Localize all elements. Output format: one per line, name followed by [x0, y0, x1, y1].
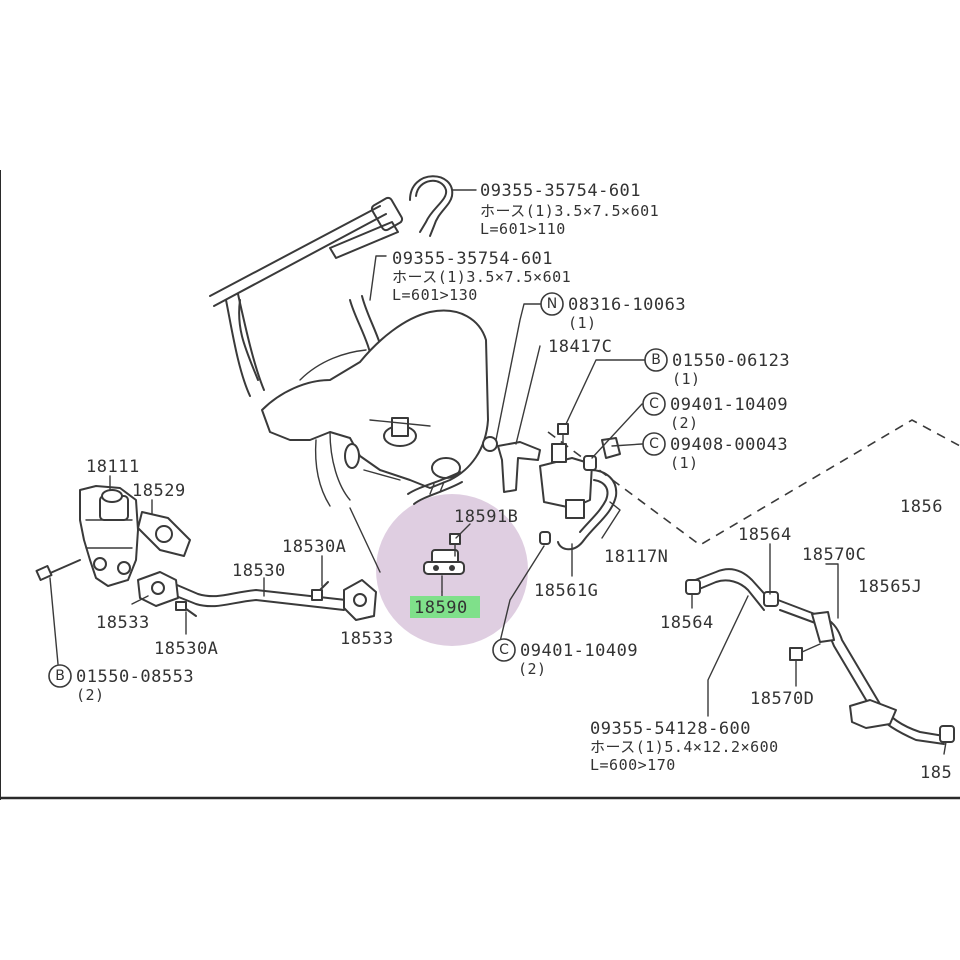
- label-18565J: 18565J: [858, 577, 922, 597]
- small-fittings: [539, 423, 621, 545]
- egr-valve-18111: [79, 485, 139, 587]
- marker-c-09401-top: C: [642, 392, 666, 416]
- b-01550-08553-part: 01550-08553: [76, 667, 194, 687]
- label-185-cut: 185: [920, 763, 952, 783]
- marker-c-09401-bottom: C: [492, 638, 516, 662]
- hose-mid-part: 09355-35754-601: [392, 249, 553, 269]
- label-18564-top: 18564: [738, 525, 792, 545]
- marker-letter: C: [649, 396, 659, 412]
- label-18591B: 18591B: [454, 507, 518, 527]
- c-09401-top-part: 09401-10409: [670, 395, 788, 415]
- right-pipe-assembly: [685, 568, 955, 745]
- b-01550-06123-part: 01550-06123: [672, 351, 790, 371]
- label-18570D: 18570D: [750, 689, 814, 709]
- marker-b-01550-08553: B: [48, 664, 72, 688]
- dashed-boundary: [547, 419, 960, 546]
- marker-letter: C: [499, 642, 509, 658]
- label-18111: 18111: [86, 457, 140, 477]
- c-09408-qty: (1): [670, 454, 699, 472]
- tube-18530: [137, 571, 377, 621]
- label-18530: 18530: [232, 561, 286, 581]
- b-01550-06123-qty: (1): [672, 370, 701, 388]
- solenoid-18117N: [539, 443, 618, 551]
- leader-lines: [49, 189, 947, 755]
- bolt-18591B: [449, 533, 461, 557]
- label-18533-right: 18533: [340, 629, 394, 649]
- marker-letter: N: [547, 296, 557, 312]
- marker-b-01550-06123: B: [644, 348, 668, 372]
- label-18117N: 18117N: [604, 547, 668, 567]
- b-01550-08553-qty: (2): [76, 686, 105, 704]
- marker-letter: B: [651, 352, 661, 368]
- highlight-label-box: [410, 596, 480, 618]
- intake-manifold: [261, 309, 489, 507]
- top-hose-assembly: [209, 175, 454, 397]
- n-08316-qty: (1): [568, 314, 597, 332]
- label-1856-cut: 1856: [900, 497, 943, 517]
- c-09408-part: 09408-00043: [670, 435, 788, 455]
- n-08316-part: 08316-10063: [568, 295, 686, 315]
- hose-mid-desc: ホース(1)3.5×7.5×601: [392, 268, 571, 286]
- label-18530A-top: 18530A: [282, 537, 346, 557]
- marker-letter: C: [649, 436, 659, 452]
- hose-bottom-len: L=600>170: [590, 756, 676, 774]
- c-09401-top-qty: (2): [670, 414, 699, 432]
- label-18533-left: 18533: [96, 613, 150, 633]
- label-18530A-bottom: 18530A: [154, 639, 218, 659]
- label-18561G: 18561G: [534, 581, 598, 601]
- label-18564-bottom: 18564: [660, 613, 714, 633]
- hose-top-len: L=601>110: [480, 220, 566, 238]
- gasket-18529: [137, 511, 191, 557]
- hose-mid-len: L=601>130: [392, 286, 478, 304]
- bolt-01550-08553: [35, 559, 81, 582]
- marker-letter: B: [55, 668, 65, 684]
- label-18417C: 18417C: [548, 337, 612, 357]
- c-09401-bottom-qty: (2): [518, 660, 547, 678]
- label-18570C: 18570C: [802, 545, 866, 565]
- hose-top-desc: ホース(1)3.5×7.5×601: [480, 202, 659, 220]
- marker-c-09408: C: [642, 432, 666, 456]
- c-09401-bottom-part: 09401-10409: [520, 641, 638, 661]
- marker-n-08316: N: [540, 292, 564, 316]
- sensor-18590: [423, 549, 465, 593]
- sensor-hoses: [407, 471, 463, 505]
- label-18529: 18529: [132, 481, 186, 501]
- hose-top-part: 09355-35754-601: [480, 181, 641, 201]
- label-18590: 18590: [414, 598, 468, 618]
- hose-bottom-part: 09355-54128-600: [590, 719, 751, 739]
- bracket-18417C: [482, 436, 541, 493]
- hose-bottom-desc: ホース(1)5.4×12.2×600: [590, 738, 779, 756]
